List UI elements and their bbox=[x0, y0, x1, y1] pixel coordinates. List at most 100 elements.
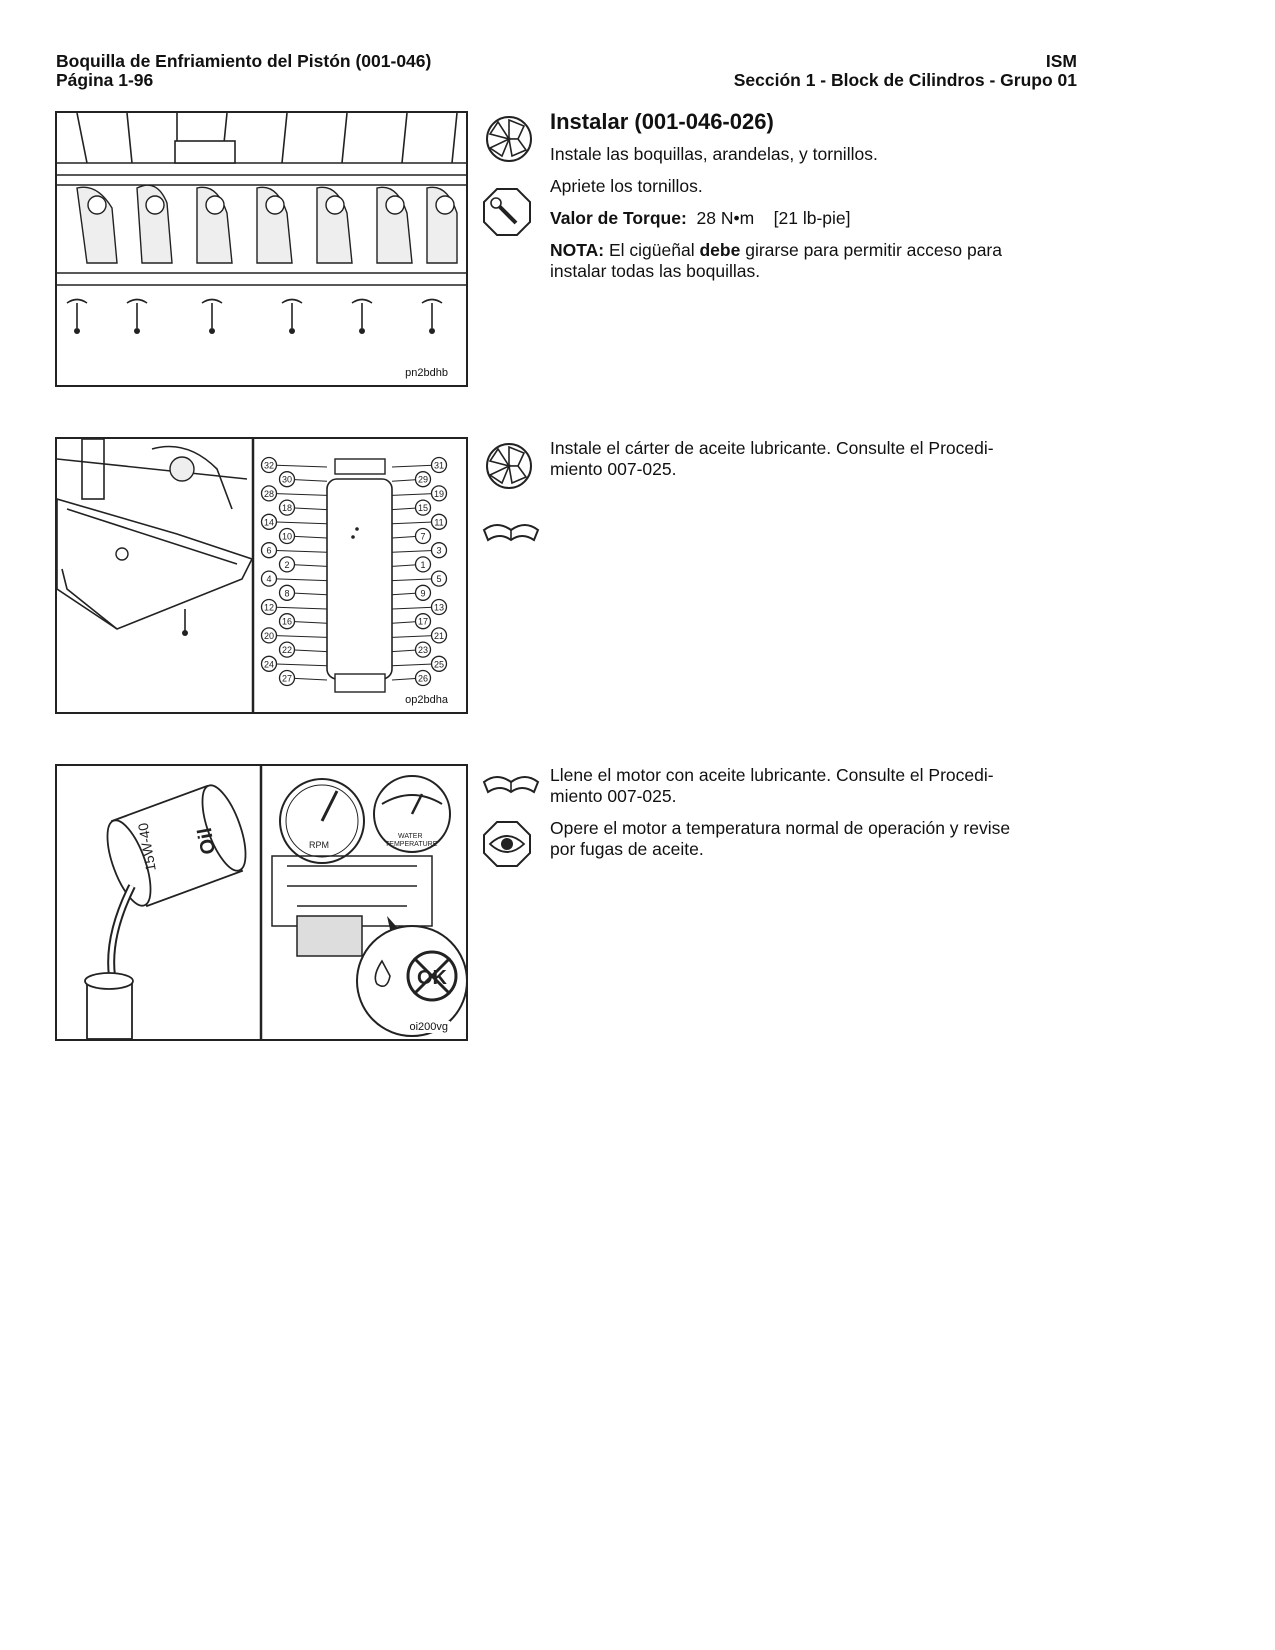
callout-number: 26 bbox=[418, 674, 428, 684]
figure-oil-fill: 15W-40 Oil RPM WATER TEMPERATURE OK oi20… bbox=[55, 764, 468, 1041]
callout-number: 30 bbox=[282, 475, 292, 485]
callout-number: 13 bbox=[434, 603, 444, 613]
callout-number: 23 bbox=[418, 645, 428, 655]
callout-number: 21 bbox=[434, 631, 444, 641]
step1-text: Instalar (001-046-026) Instale las boqui… bbox=[550, 110, 1038, 293]
callout-circle bbox=[278, 471, 296, 488]
callout-number: 16 bbox=[282, 617, 292, 627]
header-engine: ISM bbox=[1045, 51, 1077, 71]
note-bold: debe bbox=[699, 240, 741, 260]
callout-leader bbox=[268, 634, 328, 638]
callout-circle bbox=[278, 556, 296, 573]
assembly-icon bbox=[482, 114, 536, 164]
header-page-number: Página 1-96 bbox=[56, 70, 154, 90]
callout-circle bbox=[414, 471, 432, 488]
callout-leader bbox=[268, 521, 328, 525]
callout-number: 10 bbox=[282, 532, 292, 542]
step1-title: Instalar (001-046-026) bbox=[550, 109, 774, 134]
callout-leader bbox=[268, 578, 328, 582]
header-title: Boquilla de Enfriamiento del Pistón (001… bbox=[56, 51, 432, 71]
step3-text: Llene el motor con aceite lubricante. Co… bbox=[550, 765, 1038, 871]
callout-circle bbox=[260, 598, 278, 616]
callout-circle bbox=[278, 641, 296, 658]
callout-circle bbox=[430, 598, 448, 616]
callout-number: 24 bbox=[264, 659, 274, 669]
callout-circle bbox=[414, 556, 432, 573]
callout-number: 7 bbox=[420, 532, 425, 542]
callout-leader bbox=[268, 606, 328, 610]
torque-alt: [21 lb-pie] bbox=[773, 208, 851, 228]
callout-number: 11 bbox=[434, 517, 443, 527]
callout-circle bbox=[430, 570, 448, 587]
callout-number: 20 bbox=[264, 631, 274, 641]
callout-number: 25 bbox=[434, 659, 444, 669]
callout-circle bbox=[414, 613, 432, 630]
callout-circle bbox=[278, 499, 296, 516]
callout-circle bbox=[278, 527, 296, 545]
callout-leader bbox=[268, 549, 328, 553]
torque-spec: Valor de Torque: 28 N•m [21 lb-pie] bbox=[550, 208, 1038, 229]
callout-number: 6 bbox=[266, 546, 271, 556]
callout-leader bbox=[268, 663, 328, 667]
callout-number: 3 bbox=[436, 546, 441, 556]
callout-circle bbox=[414, 584, 432, 601]
callout-number: 22 bbox=[282, 645, 292, 655]
callout-circle bbox=[430, 485, 448, 502]
oil-fill-illustration: 15W-40 Oil RPM WATER TEMPERATURE OK bbox=[84, 766, 466, 1039]
callout-number: 8 bbox=[284, 588, 289, 598]
engine-block-illustration bbox=[57, 113, 466, 334]
figure-piston-nozzles: pn2bdhb bbox=[55, 111, 468, 387]
callout-number: 18 bbox=[282, 503, 292, 513]
callout-circle bbox=[430, 655, 448, 672]
step2-instruction: Instale el cárter de aceite lubricante. … bbox=[550, 438, 994, 479]
callout-number: 2 bbox=[284, 560, 289, 570]
callout-number: 29 bbox=[418, 475, 428, 485]
callout-circle bbox=[260, 485, 278, 502]
torque-value: 28 N•m bbox=[696, 208, 755, 228]
step3-instruction-1: Llene el motor con aceite lubricante. Co… bbox=[550, 765, 994, 806]
callout-number: 15 bbox=[418, 503, 428, 513]
callout-number: 9 bbox=[420, 588, 425, 598]
torque-label: Valor de Torque: bbox=[550, 208, 687, 228]
step1-instruction-2: Apriete los tornillos. bbox=[550, 176, 703, 196]
callout-number: 19 bbox=[434, 489, 444, 499]
inspect-eye-icon bbox=[482, 820, 532, 868]
callout-number: 1 bbox=[420, 560, 425, 570]
note-label: NOTA: bbox=[550, 240, 605, 260]
can-oil-label: Oil bbox=[194, 826, 220, 856]
callout-circle bbox=[260, 627, 278, 644]
manual-book-icon bbox=[482, 516, 540, 544]
callout-circle bbox=[414, 641, 432, 658]
callout-circle bbox=[414, 499, 432, 516]
callout-number: 5 bbox=[436, 574, 441, 584]
callout-number: 4 bbox=[266, 574, 271, 584]
callout-number: 31 bbox=[434, 461, 444, 471]
callout-circle bbox=[260, 570, 278, 587]
callout-circle bbox=[414, 669, 432, 687]
callout-circle bbox=[430, 542, 448, 559]
figure-code: op2bdha bbox=[403, 694, 450, 706]
callout-circle bbox=[414, 527, 432, 545]
callout-circle bbox=[278, 613, 296, 630]
page-header-left: Boquilla de Enfriamiento del Pistón (001… bbox=[56, 52, 431, 90]
assembly-icon bbox=[482, 441, 536, 491]
callout-circle bbox=[260, 542, 278, 559]
figure-code: oi200vg bbox=[407, 1021, 450, 1033]
gauge-temp-label-1: WATER bbox=[398, 833, 423, 840]
callout-number: 12 bbox=[264, 603, 274, 613]
note: NOTA: El cigüeñal debe girarse para perm… bbox=[550, 240, 1038, 282]
note-post: girarse para permitir acceso para instal… bbox=[550, 240, 1002, 281]
callout-number: 17 bbox=[418, 617, 428, 627]
gauge-rpm-label: RPM bbox=[309, 840, 329, 850]
callout-circle bbox=[260, 456, 278, 474]
callout-circle bbox=[430, 513, 448, 530]
callout-number: 32 bbox=[264, 461, 274, 471]
callout-circle bbox=[430, 456, 448, 474]
callout-leader bbox=[268, 492, 328, 496]
gauge-temp-label-2: TEMPERATURE bbox=[385, 841, 438, 848]
torque-wrench-icon bbox=[482, 187, 532, 237]
callout-number: 14 bbox=[264, 517, 274, 527]
